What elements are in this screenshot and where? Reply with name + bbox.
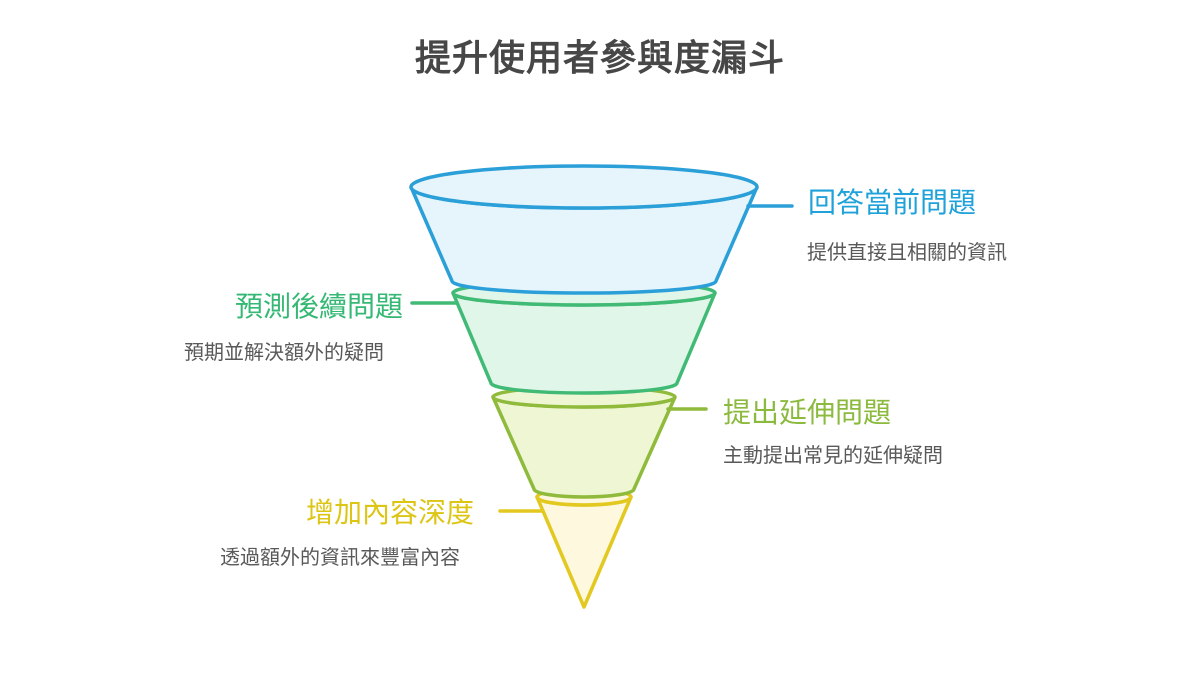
stage-3-description: 主動提出常見的延伸疑問 (723, 445, 943, 467)
funnel-stage-4-body (535, 495, 633, 609)
funnel-stage-1-shape (409, 164, 794, 295)
stage-4-description: 透過額外的資訊來豐富內容 (220, 547, 460, 569)
stage-3-label: 提出延伸問題 (723, 397, 892, 428)
funnel-stage-4-shape (498, 487, 633, 609)
funnel-stage-3-body (491, 395, 677, 499)
stage-2-description: 預期並解決額外的疑問 (184, 342, 384, 364)
funnel-stage-1-rim (409, 164, 759, 210)
funnel-stage-2-shape (410, 279, 717, 395)
stage-2-label: 預測後續問題 (234, 291, 403, 322)
page-title: 提升使用者參與度漏斗 (414, 37, 785, 78)
funnel-stage-3-shape (491, 385, 708, 499)
funnel-stage-2-body (451, 291, 717, 395)
stage-1-label: 回答當前問題 (808, 187, 977, 218)
stage-1-description: 提供直接且相關的資訊 (807, 242, 1007, 264)
stage-4-label: 增加內容深度 (305, 497, 474, 528)
